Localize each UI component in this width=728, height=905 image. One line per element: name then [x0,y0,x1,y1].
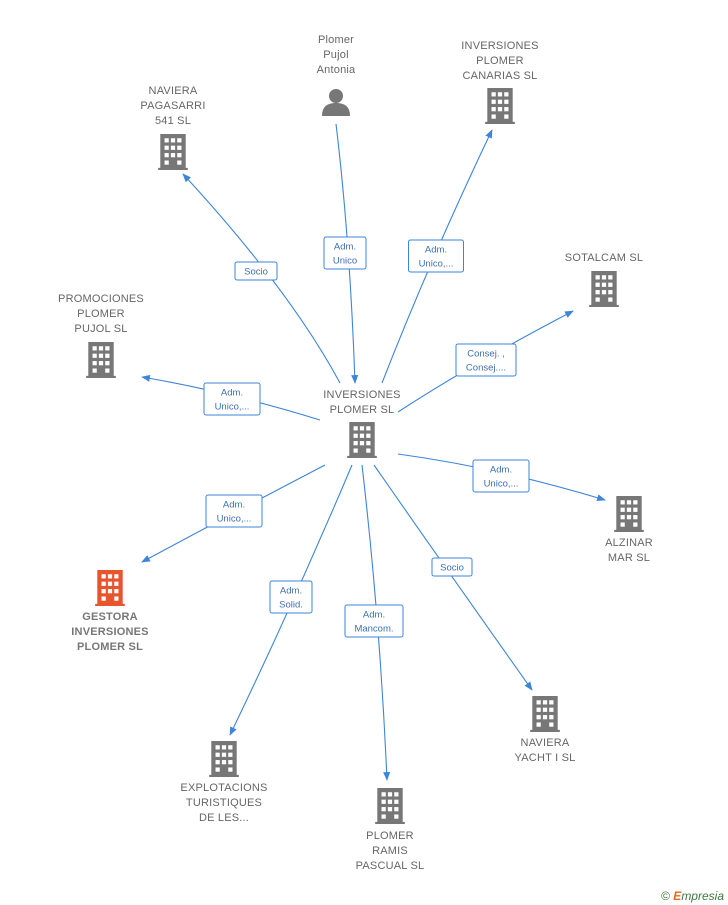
edge-label-text: Mancom. [354,624,393,635]
edge-label-box[interactable] [269,580,313,614]
edge-label-text: Unico,... [215,402,250,413]
edge-label-text: Unico,... [419,259,454,270]
node-label: NAVIERA [149,85,198,97]
node-label: DE LES... [199,812,249,824]
building-icon [614,496,644,532]
node-label: YACHT I SL [515,752,576,764]
node-plomer-ramis-pascual[interactable]: PLOMER RAMIS PASCUAL SL [356,788,425,872]
edge-label-box[interactable] [234,261,278,281]
edge-label-text: Consej.... [466,363,506,374]
edge-label-box[interactable] [431,557,473,577]
node-label: PUJOL SL [74,323,127,335]
building-icon [530,696,560,732]
node-naviera-yacht[interactable]: NAVIERA YACHT I SL [515,696,576,764]
edge-label-box[interactable] [408,239,464,273]
edge-label-box[interactable] [472,459,530,493]
edge-plomer-pujol-antonia[interactable]: Adm. Unico [323,123,367,384]
edge-promociones-plomer-pujol[interactable]: Adm. Unico,... [141,374,321,421]
node-alzinar-mar[interactable]: ALZINAR MAR SL [605,496,653,564]
node-label: GESTORA [82,611,138,623]
node-label: RAMIS [372,845,408,857]
edge-line [373,464,533,691]
building-icon [209,741,239,777]
brand-logo-initial: E [673,889,682,903]
node-label: EXPLOTACIONS [180,782,267,794]
edge-label-text: Consej. , [467,349,505,360]
node-label: TURISTIQUES [186,797,262,809]
edge-label-box[interactable] [323,236,367,270]
edge-gestora-inversiones-plomer[interactable]: Adm. Unico,... [141,464,326,563]
edge-label-text: Solid. [279,600,303,611]
node-label: PASCUAL SL [356,860,425,872]
edge-naviera-pagasarri[interactable]: Socio [182,173,341,384]
node-label: CANARIAS SL [463,70,538,82]
node-label: PLOMER SL [330,404,395,416]
node-label: PROMOCIONES [58,293,144,305]
node-label: PLOMER [366,830,414,842]
edge-label-text: Adm. [223,500,245,511]
edge-plomer-ramis-pascual[interactable]: Adm. Mancom. [344,464,404,781]
node-label: Pujol [323,49,348,61]
node-label: NAVIERA [521,737,570,749]
edge-label-box[interactable] [455,343,517,377]
node-label: INVERSIONES [71,626,148,638]
node-label: 541 SL [155,115,191,127]
node-label: PAGASARRI [140,100,205,112]
node-inversiones-plomer-canarias[interactable]: INVERSIONES PLOMER CANARIAS SL [461,40,538,124]
person-icon [322,89,350,116]
node-explotacions-turistiques[interactable]: EXPLOTACIONS TURISTIQUES DE LES... [180,741,267,824]
brand-name: mpresia [681,889,724,903]
edge-label-text: Adm. [363,610,385,621]
node-label: Plomer [318,34,354,46]
edge-label-text: Adm. [490,465,512,476]
edge-naviera-yacht[interactable]: Socio [373,464,533,691]
node-label: SOTALCAM SL [565,252,643,264]
node-label: PLOMER SL [77,641,143,653]
edge-inversiones-plomer-canarias[interactable]: Adm. Unico,... [381,129,493,384]
building-icon [158,134,188,170]
building-icon [589,271,619,307]
edge-label-text: Adm. [280,586,302,597]
building-icon [347,422,377,458]
node-label: PLOMER [476,55,524,67]
edge-label-text: Socio [440,563,464,574]
building-icon [86,342,116,378]
node-gestora-inversiones-plomer[interactable]: GESTORA INVERSIONES PLOMER SL [71,570,148,653]
edge-label-text: Adm. [334,242,356,253]
node-naviera-pagasarri[interactable]: NAVIERA PAGASARRI 541 SL [140,85,205,170]
building-icon [375,788,405,824]
edge-label-box[interactable] [344,604,404,638]
node-label: INVERSIONES [323,389,400,401]
edge-label-box[interactable] [203,382,261,416]
building-icon [485,88,515,124]
node-label: MAR SL [608,552,650,564]
edge-sotalcam[interactable]: Consej. , Consej.... [397,310,574,413]
edge-label-text: Unico,... [484,479,519,490]
edge-line [182,173,341,384]
edge-label-box[interactable] [205,494,263,528]
edge-label-text: Unico,... [217,514,252,525]
node-label: Antonia [317,64,356,76]
node-inversiones-plomer[interactable]: INVERSIONES PLOMER SL [323,389,400,458]
edge-label-text: Adm. [425,245,447,256]
edge-label-text: Adm. [221,388,243,399]
edge-label-text: Unico [333,256,357,267]
building-icon [95,570,125,606]
edge-explotacions-turistiques[interactable]: Adm. Solid. [229,464,353,736]
edge-alzinar-mar[interactable]: Adm. Unico,... [397,453,606,502]
copyright-notice: © Empresia [661,889,724,903]
edge-label-text: Socio [244,267,268,278]
node-promociones-plomer-pujol[interactable]: PROMOCIONES PLOMER PUJOL SL [58,293,144,378]
node-label: ALZINAR [605,537,653,549]
node-label: INVERSIONES [461,40,538,52]
copyright-icon: © [661,889,670,903]
node-sotalcam[interactable]: SOTALCAM SL [565,252,643,307]
node-label: PLOMER [77,308,125,320]
